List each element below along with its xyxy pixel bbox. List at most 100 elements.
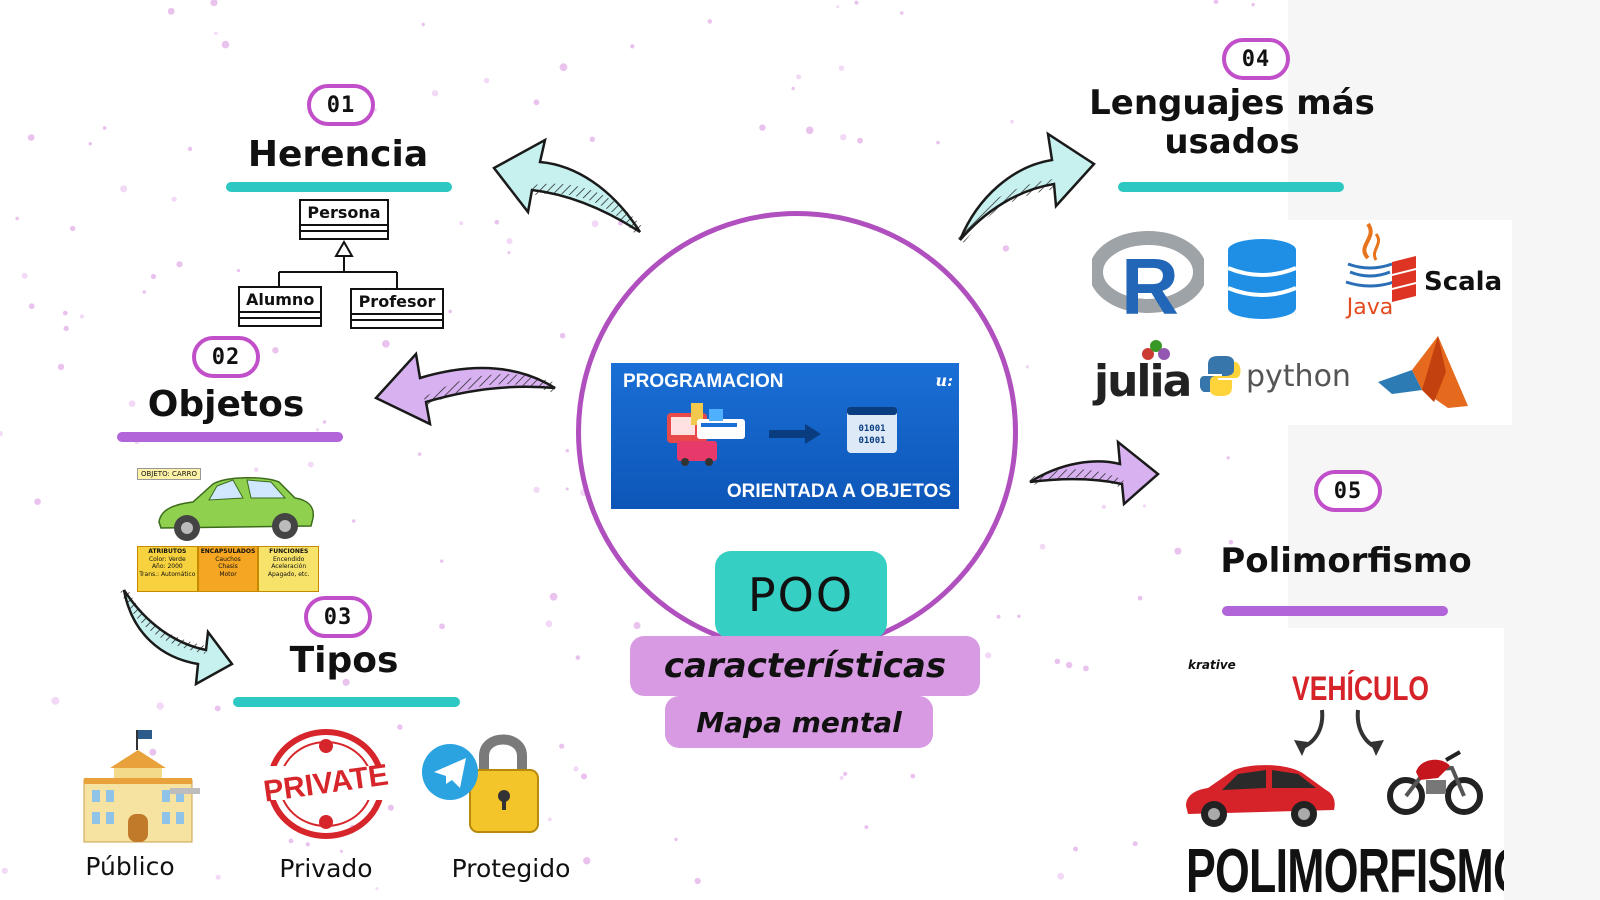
decor-dot (589, 136, 595, 142)
underline-lenguajes (1118, 182, 1344, 192)
decor-dot (176, 261, 183, 268)
underline-polimorfismo (1222, 606, 1448, 616)
svg-text:python: python (1246, 359, 1351, 394)
decor-dot (591, 220, 599, 228)
decor-dot (142, 290, 146, 294)
decor-dot (1101, 504, 1107, 510)
decor-dot (1017, 614, 1021, 618)
decor-dot (1228, 539, 1234, 545)
decor-dot (307, 461, 314, 468)
decor-dot (547, 817, 552, 822)
subtitle-pill: características (630, 636, 980, 696)
decor-dot (214, 705, 221, 712)
decor-dot (150, 391, 159, 400)
title-tipos: Tipos (289, 640, 399, 681)
vehicle-title: VEHÍCULO (1292, 670, 1430, 708)
decor-dot (936, 140, 940, 145)
banner-arrow-icon (769, 424, 821, 444)
languages-logos-panel: R Java Scala julia python (1080, 220, 1512, 425)
decor-dot (694, 877, 701, 885)
decor-dot (57, 363, 65, 371)
decor-dot (156, 702, 164, 710)
decor-dot (168, 641, 175, 648)
decor-dot (187, 146, 193, 152)
title-objetos: Objetos (147, 384, 305, 425)
badge-04: 04 (1222, 38, 1290, 80)
decor-dot (565, 487, 569, 491)
decor-dot (573, 766, 579, 772)
red-car-icon (1186, 765, 1335, 827)
decor-dot (1213, 0, 1219, 4)
r-logo-icon: R (1092, 231, 1204, 320)
decor-dot (864, 825, 869, 830)
decor-dot (805, 126, 814, 135)
mapa-mental-pill: Mapa mental (665, 696, 933, 748)
banner-illustration: 01001 01001 (667, 403, 897, 466)
python-logo-icon: python (1200, 356, 1351, 396)
decor-dot (1083, 665, 1089, 672)
database-icon (1227, 239, 1297, 319)
decor-dot (840, 134, 847, 141)
decor-dot (1, 867, 8, 874)
polimorfismo-big-label: POLIMORFISMO (1186, 837, 1504, 900)
motorcycle-icon (1387, 750, 1483, 815)
decor-dot (559, 332, 566, 339)
decor-dot (1226, 456, 1230, 460)
decor-dot (1010, 119, 1014, 124)
title-herencia: Herencia (247, 134, 429, 175)
decor-dot (431, 90, 439, 97)
banner-corner-text: u: (935, 371, 953, 390)
badge-03: 03 (304, 596, 372, 638)
decor-dot (796, 74, 802, 80)
decor-dot (15, 216, 19, 221)
decor-dot (440, 559, 444, 563)
underline-herencia (226, 182, 452, 192)
decor-dot (618, 220, 623, 226)
badge-01: 01 (307, 84, 375, 126)
decor-dot (159, 644, 167, 653)
car-column-line: Apagado, etc. (267, 570, 310, 578)
private-stamp-text: PRIVATE (262, 758, 390, 808)
decor-dot (836, 5, 840, 9)
scala-logo-icon: Scala (1392, 256, 1502, 302)
decor-dot (288, 838, 294, 844)
decor-dot (21, 272, 28, 279)
svg-text:Java: Java (1345, 295, 1393, 320)
car-column-header: ATRIBUTOS (148, 548, 187, 555)
label-privado: Privado (279, 854, 373, 883)
car-column-line: Motor (219, 570, 237, 578)
decor-dot (1060, 156, 1066, 162)
decor-dot (515, 196, 521, 202)
decor-dot (397, 724, 403, 730)
decor-dot (1132, 841, 1138, 847)
title-lenguajes: Lenguajes más usados (1082, 83, 1382, 163)
decor-dot (149, 748, 157, 756)
decor-dot (533, 99, 540, 106)
vehicle-brand: krative (1188, 658, 1236, 672)
svg-text:julia: julia (1092, 356, 1190, 407)
building-icon (83, 730, 200, 843)
decor-dot (506, 238, 513, 245)
decor-dot (63, 325, 69, 332)
svg-text:01001: 01001 (858, 424, 885, 434)
underline-objetos (117, 432, 343, 442)
title-lenguajes-text: Lenguajes más usados (1089, 83, 1375, 163)
car-column-line: Año: 2000 (151, 563, 183, 570)
banner-bottom-text: ORIENTADA A OBJETOS (726, 481, 951, 502)
decor-dot (459, 221, 464, 226)
decor-dot (387, 804, 394, 811)
underline-tipos (233, 697, 460, 707)
decor-dot (854, 0, 859, 5)
decor-dot (549, 592, 558, 601)
decor-dot (545, 620, 553, 628)
decor-dot (1002, 245, 1010, 252)
decor-dot (985, 652, 992, 659)
decor-dot (375, 887, 379, 891)
center-banner: PROGRAMACION u: 01001 01001 ORIENTADA A … (611, 363, 959, 509)
objects-cluster-icon (667, 403, 745, 466)
decor-dot (996, 614, 1001, 619)
decor-dot (630, 44, 635, 49)
decor-dot (910, 773, 916, 779)
decor-dot (838, 65, 845, 71)
